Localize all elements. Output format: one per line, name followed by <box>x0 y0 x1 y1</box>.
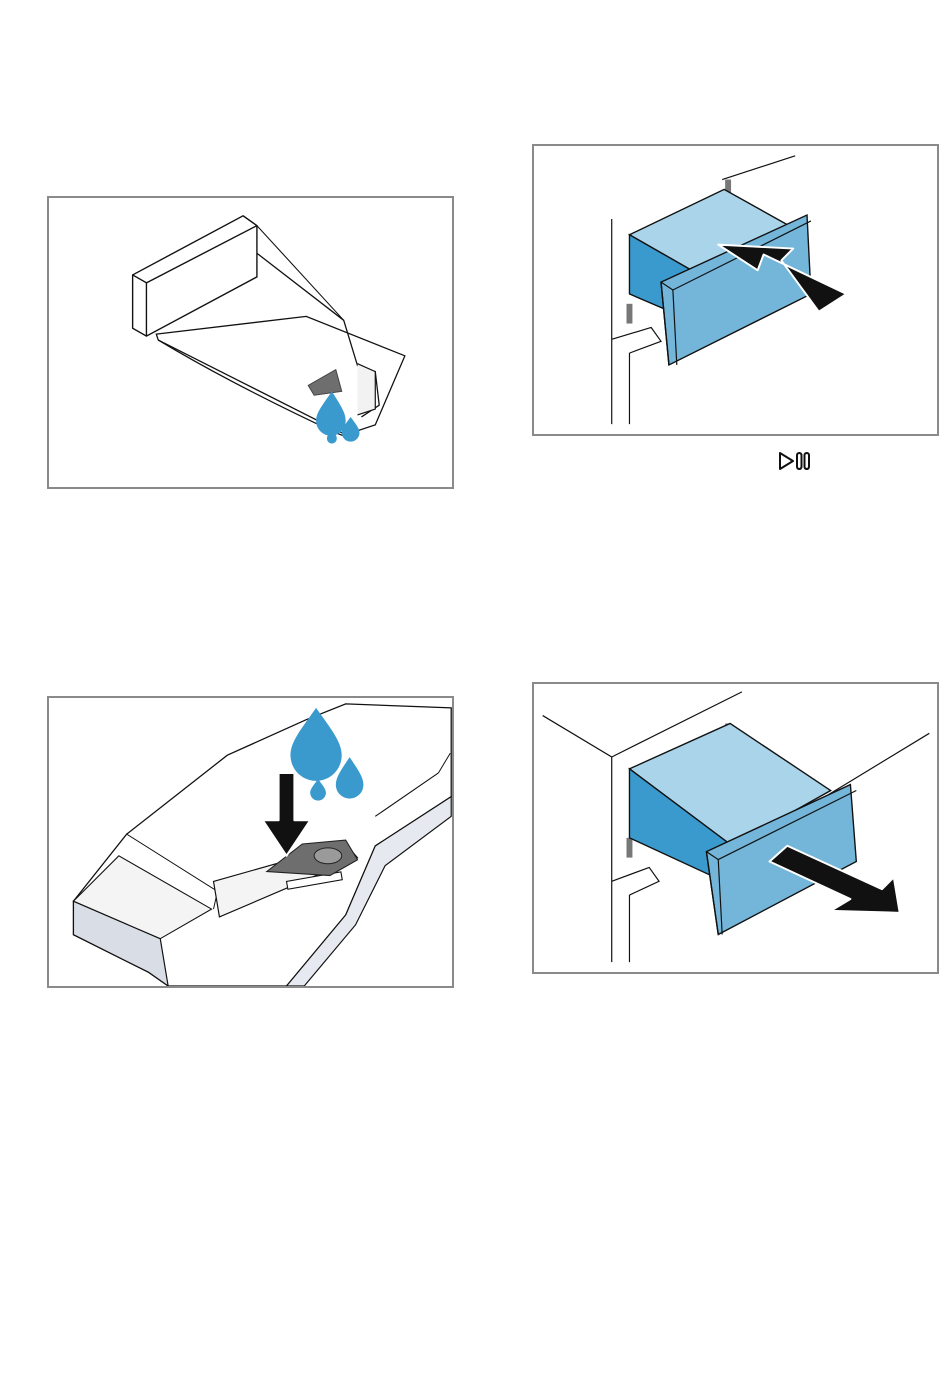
figure-dripping-dispenser <box>47 196 454 489</box>
play-pause-symbol <box>776 449 812 473</box>
dripping-dispenser-icon <box>49 198 452 487</box>
pull-out-drawer-icon <box>534 684 937 972</box>
play-pause-icon <box>776 449 812 473</box>
pour-liquid-icon <box>49 698 452 986</box>
figure-pour-liquid <box>47 696 454 988</box>
insert-drawer-icon <box>534 146 937 434</box>
figure-pull-out-drawer <box>532 682 939 974</box>
figure-insert-drawer <box>532 144 939 436</box>
